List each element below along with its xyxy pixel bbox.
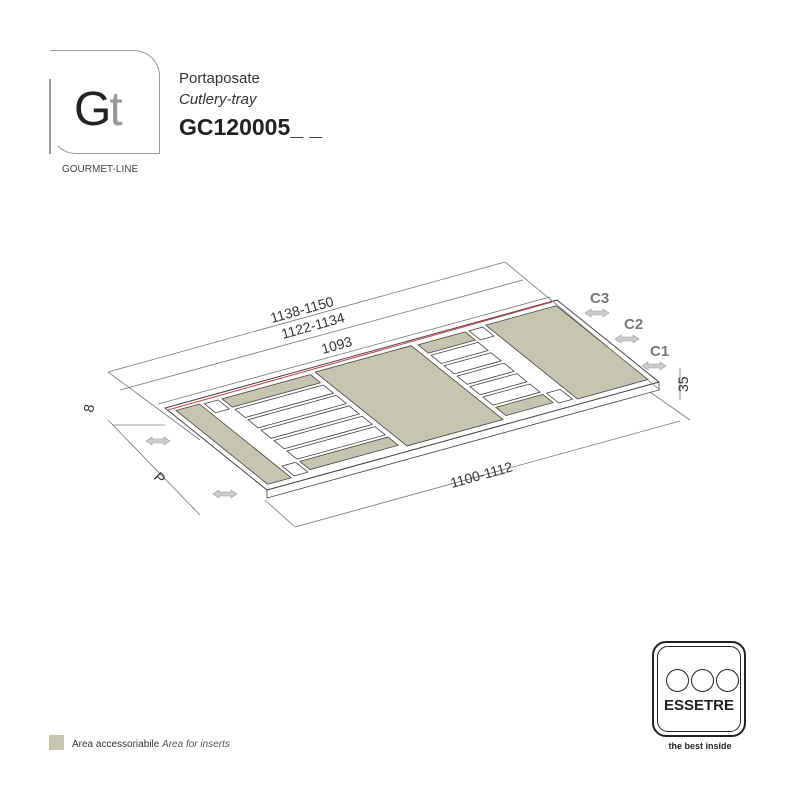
- cutlery-slot: [443, 352, 502, 375]
- dim-offset: 8: [80, 403, 97, 414]
- small-cup: [546, 388, 573, 404]
- insert-area-center: [314, 345, 504, 447]
- arrow-left-front-icon: [212, 489, 238, 499]
- adjust-arrows: [145, 308, 667, 499]
- title-english: Cutlery-tray: [179, 91, 257, 108]
- cutlery-slot: [260, 405, 360, 439]
- arrow-c2-icon: [614, 334, 640, 344]
- cutlery-slot: [273, 415, 373, 450]
- essetre-logo: ESSETRE: [652, 641, 746, 737]
- cutlery-tray-drawing: [164, 299, 660, 499]
- cutlery-slot: [430, 341, 489, 364]
- cutlery-slot: [495, 394, 554, 416]
- cutlery-slot: [221, 374, 321, 408]
- gourmet-line-logo: Gt: [74, 83, 123, 136]
- arrow-c3-icon: [584, 308, 610, 318]
- arrow-left-back-icon: [145, 436, 171, 446]
- essetre-tagline: the best inside: [668, 741, 732, 751]
- label-c3: C3: [590, 290, 609, 307]
- insert-area-right: [485, 305, 649, 400]
- label-c1: C1: [650, 343, 669, 360]
- brand-line-label: GOURMET-LINE: [62, 164, 139, 175]
- cutlery-slot: [469, 373, 528, 396]
- label-c2: C2: [624, 316, 643, 333]
- arrow-c1-icon: [641, 361, 667, 371]
- dimension-lines: [107, 261, 691, 528]
- dim-front: 1100-1112: [449, 458, 515, 491]
- cutlery-slot: [417, 331, 476, 354]
- small-cup: [281, 461, 309, 477]
- cutlery-slot: [482, 383, 541, 406]
- legend-swatch: [49, 735, 64, 750]
- dim-depth: P: [151, 469, 169, 487]
- cutlery-slot: [456, 362, 515, 385]
- product-code: GC120005_ _: [179, 114, 323, 140]
- legend-text: Area accessoriabile Area for inserts: [72, 739, 230, 750]
- cutlery-slot: [247, 395, 347, 429]
- insert-area-left: [175, 403, 292, 485]
- inner-length-marker: [167, 301, 553, 411]
- cutlery-slot: [234, 384, 334, 418]
- dim-height: 35: [675, 376, 691, 392]
- title-italian: Portaposate: [179, 70, 260, 87]
- cutlery-slot: [299, 436, 399, 470]
- small-cup: [204, 399, 230, 414]
- legend-label-it: Area accessoriabile: [72, 739, 160, 750]
- essetre-name: ESSETRE: [663, 697, 735, 714]
- legend-label-en: Area for inserts: [162, 739, 230, 750]
- small-cup: [468, 326, 495, 341]
- dim-inner: 1093: [320, 333, 354, 357]
- gourmet-line-logo-frame: [49, 50, 160, 154]
- cutlery-slot: [286, 426, 386, 460]
